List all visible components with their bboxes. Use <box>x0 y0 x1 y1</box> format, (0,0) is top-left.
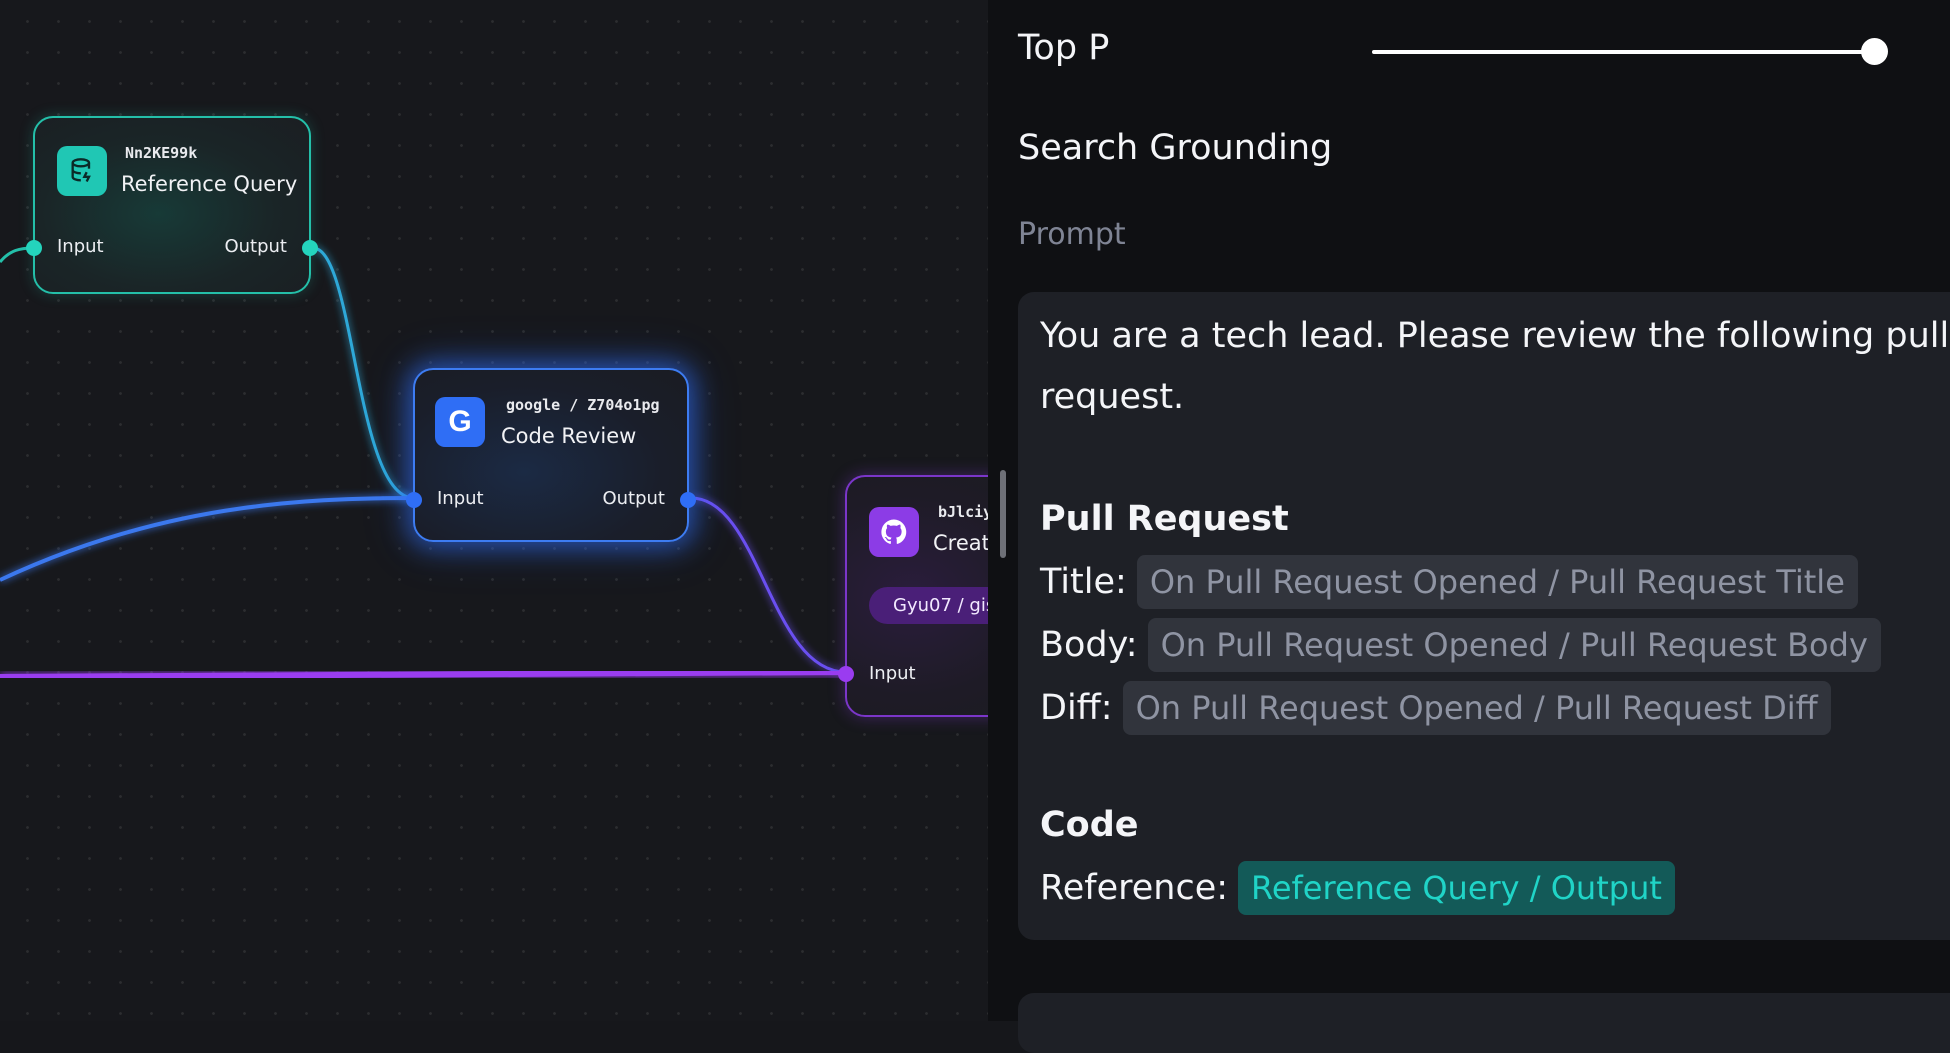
top-p-slider-track[interactable] <box>1372 50 1874 54</box>
input-port[interactable] <box>838 666 854 682</box>
edge-review-to-github <box>690 496 847 674</box>
field-key: Reference: <box>1040 867 1229 908</box>
input-port-label: Input <box>869 663 916 684</box>
panel-scrollbar[interactable] <box>1000 470 1006 558</box>
code-heading: Code <box>1040 805 1139 845</box>
variable-chip-accent[interactable]: Reference Query / Output <box>1238 860 1675 915</box>
field-key: Title: <box>1040 561 1127 602</box>
prompt-text-line: You are a tech lead. Please review the f… <box>1040 316 1950 356</box>
prompt-editor[interactable]: You are a tech lead. Please review the f… <box>1018 292 1950 940</box>
node-title: Reference Query <box>121 172 298 196</box>
node-id: bJlciy <box>938 503 988 521</box>
workflow-canvas[interactable]: Nn2KE99k Reference Query Input Output G … <box>0 0 988 1021</box>
search-grounding-label: Search Grounding <box>1018 128 1333 168</box>
google-g-icon: G <box>435 397 485 447</box>
node-title: Creat <box>933 531 988 555</box>
edge-into-code-review <box>0 496 415 582</box>
edges-layer <box>0 246 847 680</box>
code-review-node[interactable]: G google / Z704o1pg Code Review Input Ou… <box>406 368 696 542</box>
output-port[interactable] <box>302 240 318 256</box>
input-port[interactable] <box>26 240 42 256</box>
github-icon <box>869 507 919 557</box>
pull-request-heading: Pull Request <box>1040 499 1289 539</box>
variable-chip[interactable]: On Pull Request Opened / Pull Request Ti… <box>1136 554 1858 609</box>
database-icon <box>57 146 107 196</box>
reference-field-row: Reference: Reference Query / Output <box>1040 856 1950 919</box>
input-port-label: Input <box>437 488 484 509</box>
repo-pill[interactable]: Gyu07 / gis <box>869 587 988 624</box>
edge-into-github <box>0 669 847 680</box>
github-node[interactable]: bJlciy Creat Gyu07 / gis Input <box>838 475 988 717</box>
field-key: Diff: <box>1040 687 1113 728</box>
reference-query-node[interactable]: Nn2KE99k Reference Query Input Output <box>26 116 318 294</box>
output-port[interactable] <box>680 492 696 508</box>
input-port[interactable] <box>406 492 422 508</box>
node-id: google / Z704o1pg <box>506 396 660 414</box>
variable-chip[interactable]: On Pull Request Opened / Pull Request Bo… <box>1147 617 1881 672</box>
node-id: Nn2KE99k <box>125 144 198 162</box>
top-p-label: Top P <box>1018 28 1110 68</box>
body-field-row: Body: On Pull Request Opened / Pull Requ… <box>1040 613 1950 676</box>
title-field-row: Title: On Pull Request Opened / Pull Req… <box>1040 550 1950 613</box>
prompt-text-line: request. <box>1040 377 1185 417</box>
input-port-label: Input <box>57 236 104 257</box>
next-field-box[interactable] <box>1018 993 1950 1053</box>
edge-reference-to-review <box>312 246 415 500</box>
prompt-label: Prompt <box>1018 217 1126 252</box>
output-port-label: Output <box>602 488 665 509</box>
output-port-label: Output <box>224 236 287 257</box>
diff-field-row: Diff: On Pull Request Opened / Pull Requ… <box>1040 676 1950 739</box>
top-p-slider-thumb[interactable] <box>1860 38 1888 65</box>
field-key: Body: <box>1040 624 1138 665</box>
variable-chip[interactable]: On Pull Request Opened / Pull Request Di… <box>1122 680 1831 735</box>
node-title: Code Review <box>501 424 637 448</box>
